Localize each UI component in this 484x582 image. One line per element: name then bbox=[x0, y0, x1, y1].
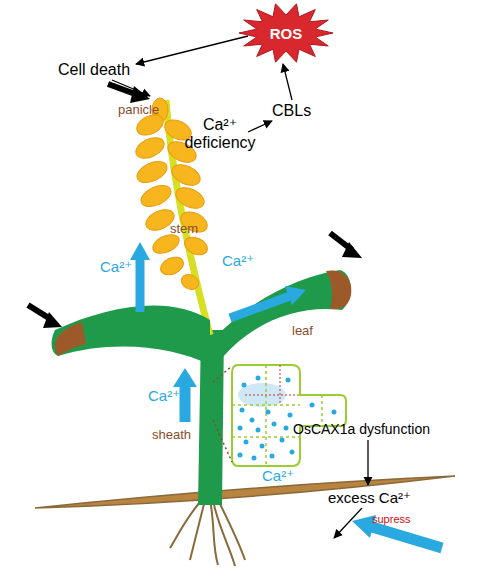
effect-label: excess Ca²⁺ bbox=[328, 489, 411, 506]
pathway-arrows bbox=[112, 36, 368, 538]
ion-label: Ca²⁺ bbox=[100, 258, 132, 275]
ion-label: Ca²⁺ bbox=[222, 252, 254, 269]
ion-label: Ca²⁺ bbox=[262, 467, 294, 484]
right-leaf bbox=[215, 270, 351, 358]
calcium-flow-arrows bbox=[130, 242, 442, 548]
part-name: sheath bbox=[152, 428, 191, 443]
ion-label: Ca²⁺ bbox=[148, 387, 180, 404]
ros-star: ROS bbox=[238, 2, 334, 64]
node-text-holder: ROS bbox=[238, 2, 334, 64]
roots bbox=[170, 500, 245, 566]
node-label: ROS bbox=[270, 25, 303, 42]
cell-inset bbox=[232, 365, 346, 466]
ground-line bbox=[35, 476, 455, 508]
effect-label: Cell death bbox=[58, 61, 130, 79]
left-leaf bbox=[52, 306, 210, 365]
cause-label: OsCAX1a dysfunction bbox=[293, 421, 430, 437]
part-name: stem bbox=[170, 222, 198, 237]
condition-label: Ca²⁺ deficiency bbox=[180, 116, 260, 153]
part-name: panicle bbox=[118, 103, 159, 118]
signal-label: CBLs bbox=[272, 102, 311, 120]
part-name: leaf bbox=[292, 324, 313, 339]
symptom-arrows bbox=[28, 84, 362, 328]
leader-line bbox=[213, 366, 232, 462]
note-label: supress bbox=[372, 513, 411, 526]
leaf-tip bbox=[326, 270, 351, 309]
